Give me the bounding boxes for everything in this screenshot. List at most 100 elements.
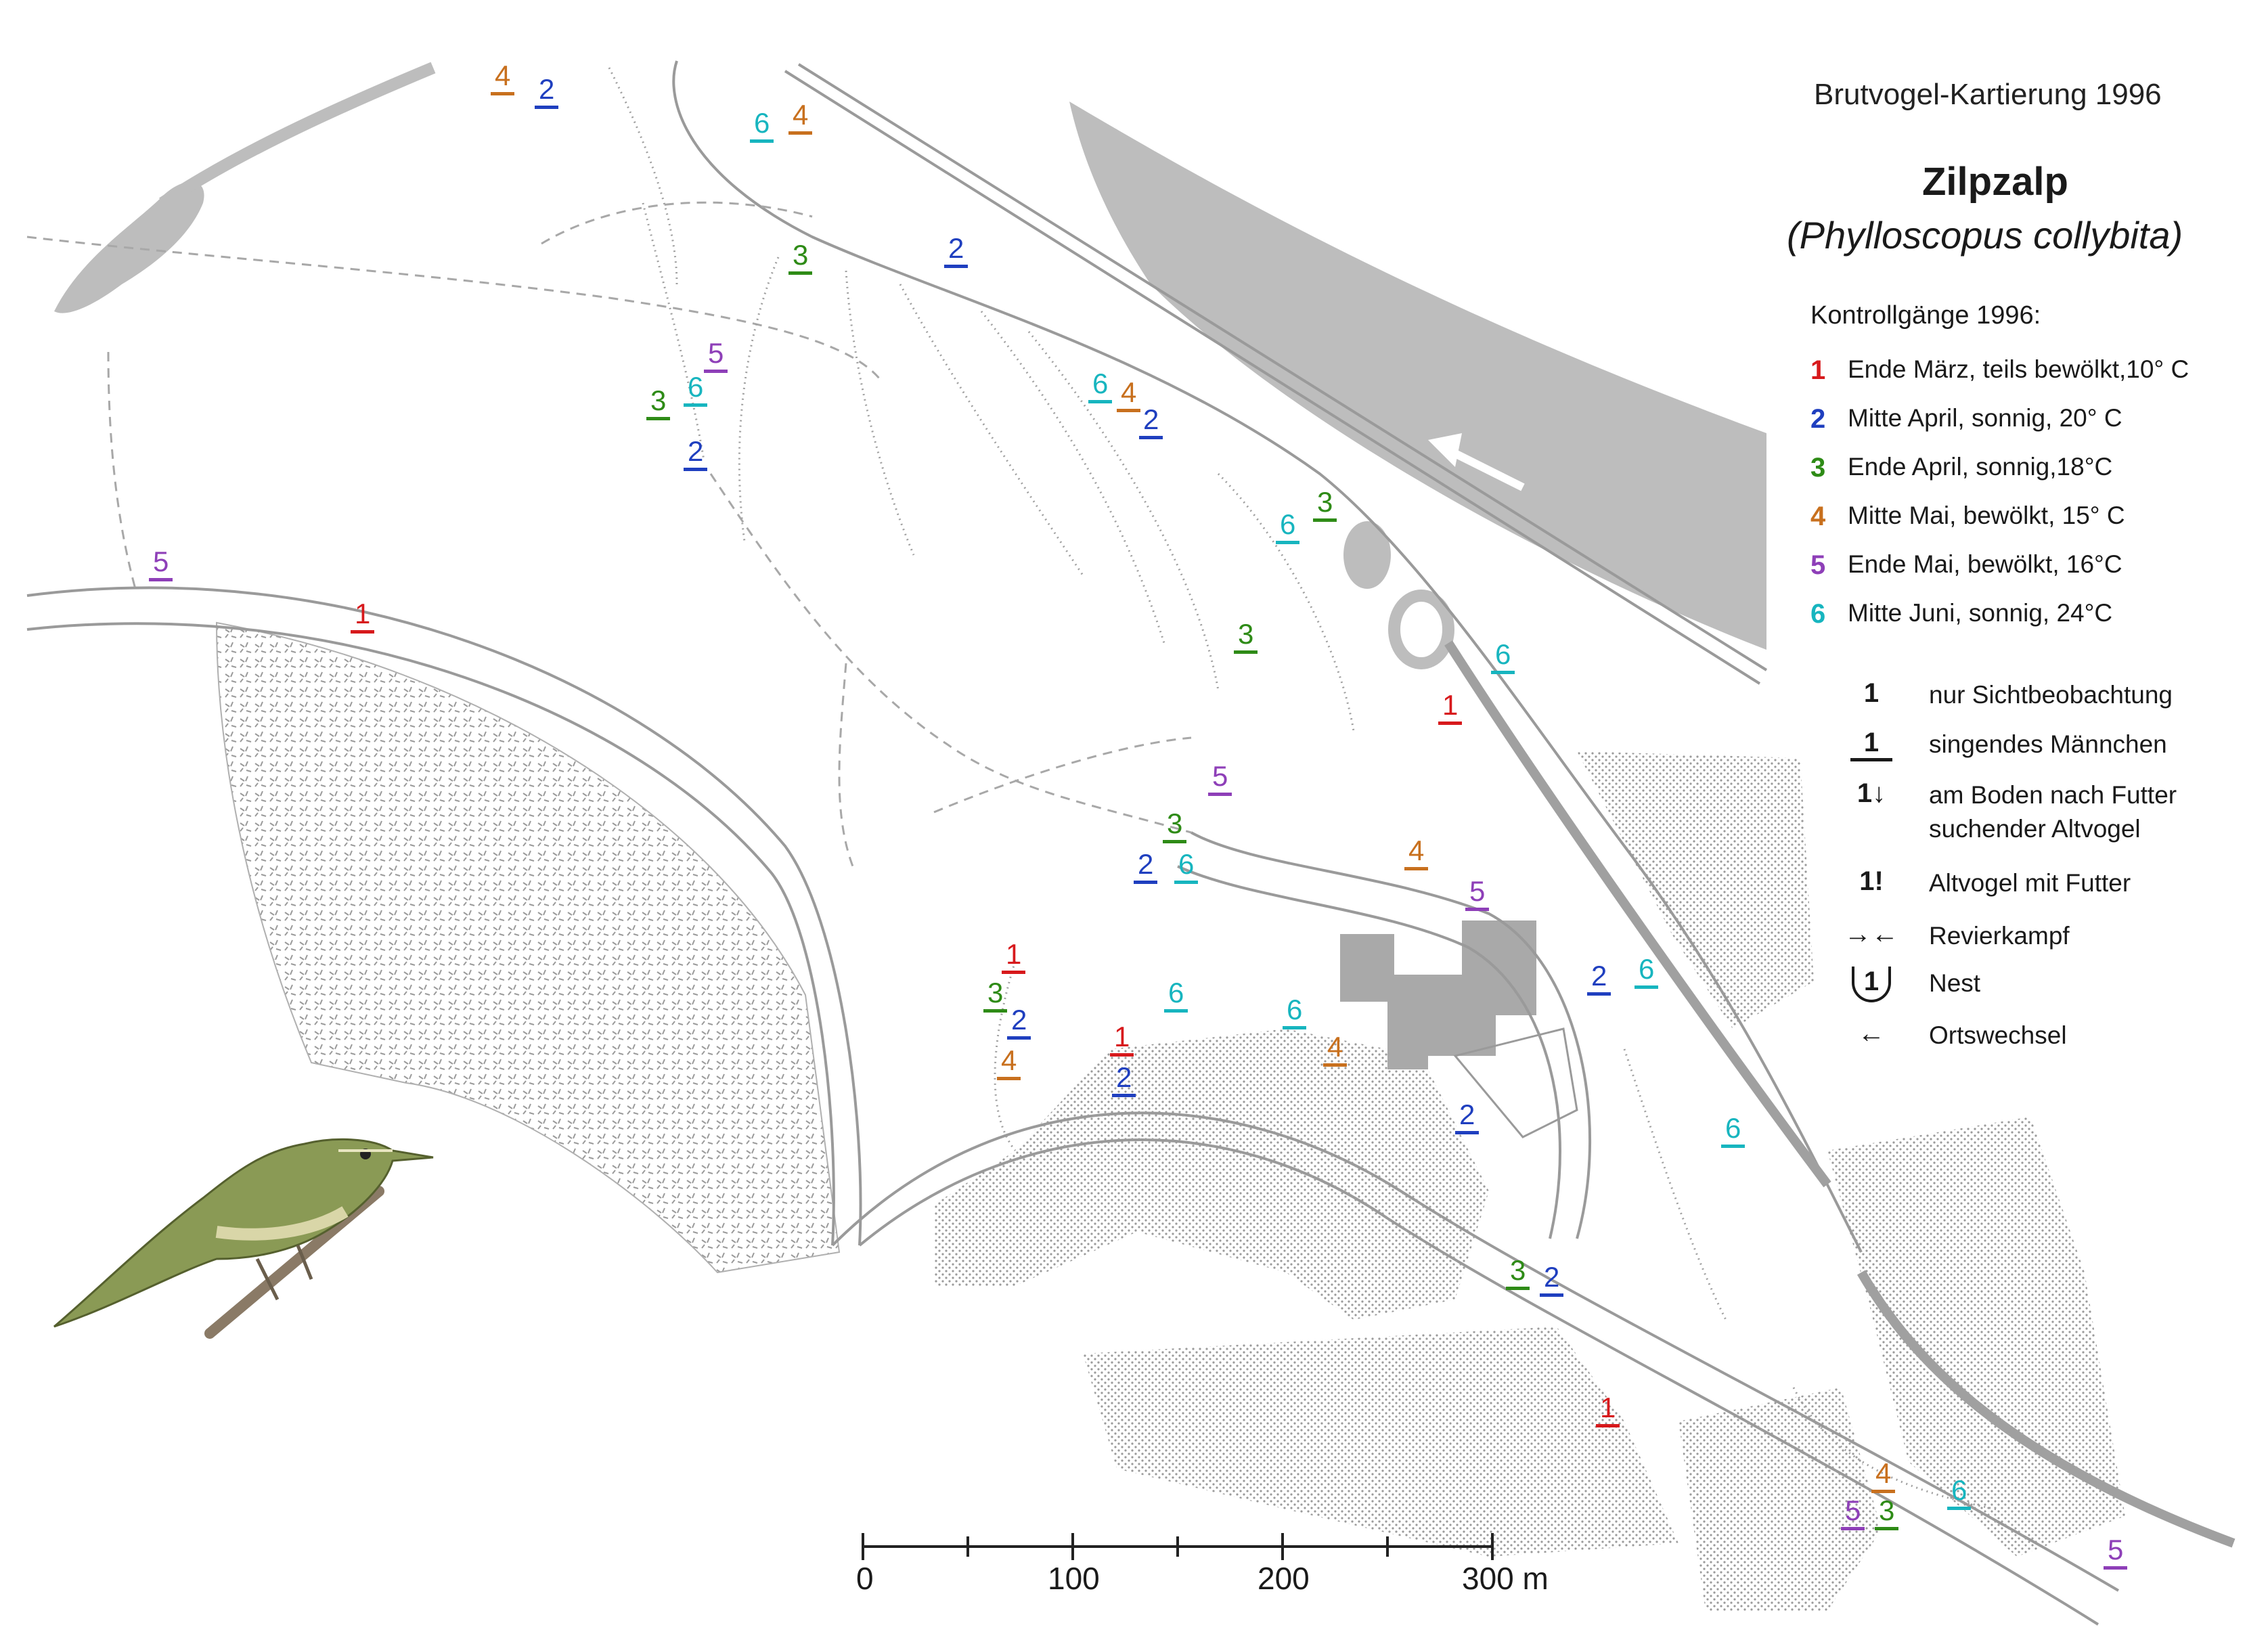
field-area (1827, 1117, 2125, 1557)
observation-marker: 4 (491, 61, 515, 95)
road (858, 1138, 2099, 1626)
observation-marker: 5 (1841, 1496, 1865, 1530)
observation-marker: 2 (1455, 1100, 1480, 1134)
stream (159, 62, 436, 208)
field-area (934, 1029, 1489, 1320)
observation-marker: 3 (1163, 809, 1187, 843)
observation-marker: 2 (1007, 1005, 1031, 1040)
symbol-label: Revierkampf (1929, 922, 2070, 950)
visit-label: Ende März, teils bewölkt,10° C (1848, 355, 2189, 383)
symbol-label: Altvogel mit Futter (1929, 869, 2131, 897)
road (797, 63, 1768, 671)
legend-visit-6: 6 Mitte Juni, sonnig, 24°C (1810, 599, 2112, 629)
legend-visit-2: 2 Mitte April, sonnig, 20° C (1810, 404, 2122, 435)
symbol-label: Ortswechsel (1929, 1021, 2067, 1049)
legend-symbol-foraging: 1↓ am Boden nach Futter suchender Altvog… (1814, 778, 2213, 846)
observation-marker: 2 (1112, 1063, 1136, 1097)
observation-marker: 2 (1139, 405, 1163, 439)
scale-label: 300 m (1462, 1561, 1549, 1596)
observation-marker: 3 (646, 386, 671, 420)
observation-marker: 1 (1438, 690, 1463, 725)
road (784, 70, 1761, 685)
observation-marker: 5 (1465, 877, 1490, 911)
observation-marker: 6 (1721, 1113, 1746, 1148)
nest-icon: 1 (1851, 967, 1892, 1002)
field-area (1678, 1388, 1882, 1611)
scale-bar (862, 1533, 1494, 1560)
sandy-area (215, 621, 841, 1274)
visit-number: 5 (1810, 550, 1826, 580)
species-latin-name: (Phylloscopus collybita) (1787, 214, 2183, 257)
scale-label: 0 (856, 1561, 874, 1596)
observation-marker: 4 (997, 1046, 1021, 1080)
observation-marker: 6 (1174, 849, 1199, 884)
territorial-fight-icon: →← (1844, 919, 1898, 949)
observation-marker: 1 (1002, 939, 1026, 974)
chiffchaff-illustration (53, 1138, 434, 1339)
road (26, 622, 835, 1246)
visit-number: 3 (1810, 453, 1826, 483)
observation-marker: 6 (1276, 510, 1300, 544)
legend-visit-3: 3 Ende April, sonnig,18°C (1810, 453, 2112, 483)
visit-label: Ende April, sonnig,18°C (1848, 453, 2113, 481)
road (1191, 831, 1592, 1239)
observation-marker: 3 (1313, 487, 1337, 522)
observation-marker: 1 (351, 599, 375, 634)
symbol-label: singendes Männchen (1929, 730, 2167, 758)
observation-marker: 3 (1875, 1496, 1899, 1530)
legend-visit-1: 1 Ende März, teils bewölkt,10° C (1810, 355, 2189, 386)
map-title: Brutvogel-Kartierung 1996 (1814, 78, 2162, 111)
legend-symbol-feeding: 1! Altvogel mit Futter (1814, 866, 2213, 900)
scale-label: 100 (1048, 1561, 1100, 1596)
legend-visit-4: 4 Mitte Mai, bewölkt, 15° C (1810, 502, 2125, 532)
scale-label: 200 (1258, 1561, 1310, 1596)
legend-heading: Kontrollgänge 1996: (1810, 301, 2041, 330)
field-area (1083, 1327, 1678, 1557)
observation-marker: 6 (1088, 369, 1113, 403)
footpath (26, 236, 881, 380)
observation-marker: 2 (1134, 849, 1158, 884)
observation-marker: 4 (1323, 1032, 1348, 1067)
visit-label: Ende Mai, bewölkt, 16°C (1848, 550, 2122, 578)
observation-marker: 2 (535, 74, 559, 109)
species-name: Zilpzalp (1922, 160, 2068, 204)
footpath (709, 473, 1192, 834)
observation-marker: 4 (1117, 378, 1141, 412)
observation-marker: 1 (1596, 1393, 1620, 1427)
observation-marker: 6 (1491, 640, 1515, 674)
observation-marker: 5 (704, 338, 728, 373)
road (831, 1111, 2120, 1592)
observation-marker: 3 (788, 240, 813, 275)
observation-marker: 2 (1540, 1262, 1564, 1297)
building (1453, 1027, 1578, 1138)
footpath (933, 736, 1192, 814)
observation-marker: 5 (1208, 761, 1232, 796)
footpath (838, 663, 854, 867)
observation-marker: 3 (1234, 619, 1258, 654)
observation-marker: 4 (1404, 836, 1429, 870)
observation-marker: 2 (944, 234, 969, 268)
visit-number: 2 (1810, 404, 1826, 434)
visit-label: Mitte Juni, sonnig, 24°C (1848, 599, 2113, 627)
river (1069, 102, 1766, 650)
building (1340, 920, 1536, 1069)
observation-marker: 1 (1110, 1022, 1134, 1057)
legend-symbol-singing: 1 singendes Männchen (1814, 728, 2213, 761)
footpath (107, 351, 137, 590)
road (26, 586, 862, 1246)
sight-observation-icon: 1 (1863, 678, 1880, 708)
legend-symbol-sight: 1 nur Sichtbeobachtung (1814, 678, 2213, 712)
legend-symbol-movement: ← Ortswechsel (1814, 1019, 2213, 1052)
observation-marker: 6 (1947, 1475, 1972, 1510)
observation-marker: 5 (149, 547, 173, 581)
visit-number: 4 (1810, 502, 1826, 531)
observation-marker: 2 (1587, 961, 1611, 996)
symbol-label: Nest (1929, 969, 1981, 997)
singing-male-icon: 1 (1850, 728, 1893, 761)
legend-symbol-nest: 1 Nest (1814, 967, 2213, 1002)
road (1177, 865, 1561, 1239)
legend-visit-5: 5 Ende Mai, bewölkt, 16°C (1810, 550, 2122, 581)
small-pond (1343, 521, 1391, 589)
movement-arrow-icon: ← (1858, 1019, 1885, 1048)
